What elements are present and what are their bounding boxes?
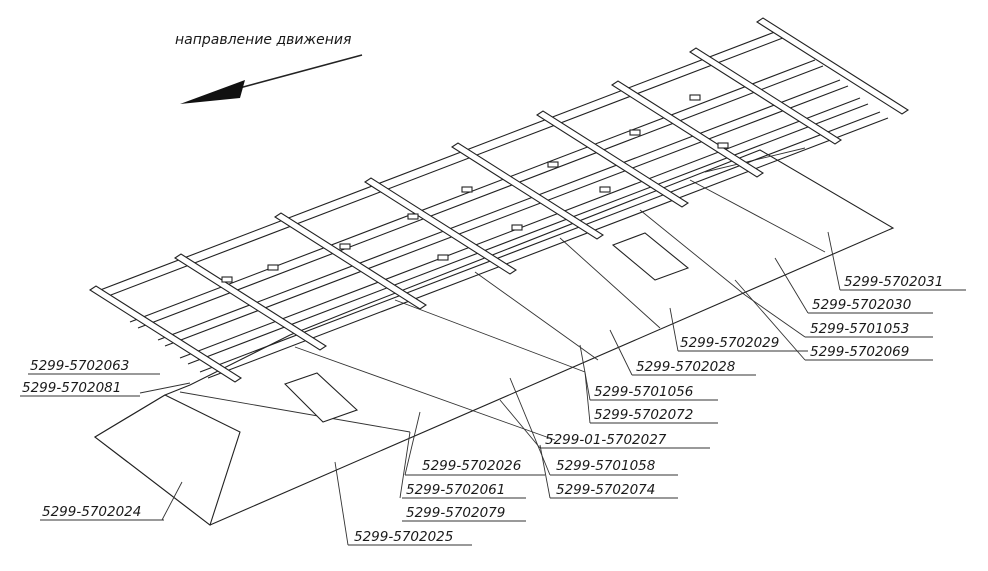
frame-rail: [94, 29, 781, 293]
direction-arrow-shaft: [231, 54, 363, 91]
rail-bracket: [221, 276, 233, 283]
panel-seam: [179, 391, 411, 433]
part-label: 5299-5702030: [812, 297, 911, 313]
rail-bracket: [717, 142, 729, 149]
part-label: 5299-5702072: [594, 407, 693, 423]
frame-rail: [187, 103, 869, 365]
part-label: 5299-5702063: [30, 358, 129, 374]
rail-bracket: [547, 161, 559, 168]
part-label: 5299-5702025: [354, 529, 453, 545]
cross-member: [273, 212, 428, 310]
rail-bracket: [437, 254, 449, 261]
rail-bracket: [689, 94, 701, 101]
leader-line: [539, 444, 551, 499]
frame-cross-members: [88, 17, 910, 383]
part-label: 5299-5702069: [810, 344, 909, 360]
direction-indicator: направление движения: [175, 32, 363, 104]
part-label: 5299-01-5702027: [545, 432, 667, 448]
part-label: 5299-5702024: [42, 504, 141, 520]
frame-brackets: [221, 94, 729, 283]
part-label: 5299-5702079: [406, 505, 505, 521]
panel-seam: [474, 271, 599, 361]
panel-seam: [689, 179, 826, 253]
hatch-cutout: [611, 232, 690, 281]
part-label: 5299-5701056: [594, 384, 693, 400]
hatch-cutout: [283, 372, 359, 423]
leader-line: [734, 279, 806, 361]
frame-rail: [199, 111, 881, 373]
panel-seam: [639, 209, 746, 296]
leader-line: [827, 231, 841, 291]
frame-rail: [207, 117, 889, 379]
frame-rail: [137, 65, 824, 329]
rail-bracket: [339, 243, 351, 250]
floor-panel-sheets: [94, 147, 895, 526]
cross-member: [363, 177, 518, 275]
leader-line: [584, 371, 591, 424]
part-labels: 5299-5702063 5299-5702081 5299-5702024 5…: [20, 274, 966, 546]
cross-member: [88, 285, 243, 383]
part-label: 5299-5702081: [22, 380, 121, 396]
part-label: 5299-5702074: [556, 482, 655, 498]
leader-lines: [139, 231, 841, 546]
leader-line: [609, 329, 633, 376]
leader-line: [744, 294, 806, 338]
rail-bracket: [599, 186, 611, 193]
direction-arrow-head: [180, 80, 245, 104]
cross-member: [755, 17, 910, 115]
part-label: 5299-5702026: [422, 458, 521, 474]
rail-bracket: [267, 264, 279, 271]
rail-bracket: [407, 213, 419, 220]
direction-label: направление движения: [175, 32, 351, 48]
frame-rail: [157, 79, 841, 341]
frame-rail: [164, 85, 849, 347]
cross-member: [450, 142, 605, 240]
panel-seam: [559, 237, 661, 329]
frame-rail: [102, 35, 789, 299]
rail-bracket: [511, 224, 523, 231]
leader-line: [399, 431, 411, 499]
leader-line: [334, 461, 349, 546]
leader-line: [139, 382, 191, 394]
rail-bracket: [461, 186, 473, 193]
leader-line: [509, 377, 551, 476]
part-label: 5299-5701053: [810, 321, 909, 337]
cross-member: [173, 253, 328, 351]
rail-bracket: [629, 129, 641, 136]
leader-line: [404, 411, 421, 476]
part-label: 5299-5702028: [636, 359, 735, 375]
leader-line: [774, 257, 809, 314]
part-label: 5299-5702031: [844, 274, 943, 290]
cross-member: [535, 110, 690, 208]
cross-member: [688, 47, 843, 145]
part-label: 5299-5702029: [680, 335, 779, 351]
part-label: 5299-5702061: [406, 482, 505, 498]
leader-line: [499, 399, 541, 449]
floor-panel-front: [94, 394, 241, 526]
part-label: 5299-5701058: [556, 458, 655, 474]
panel-seam: [294, 346, 556, 441]
cross-member: [610, 80, 765, 178]
leader-line: [161, 481, 183, 521]
leader-line: [669, 307, 679, 352]
panel-seam: [394, 299, 586, 373]
